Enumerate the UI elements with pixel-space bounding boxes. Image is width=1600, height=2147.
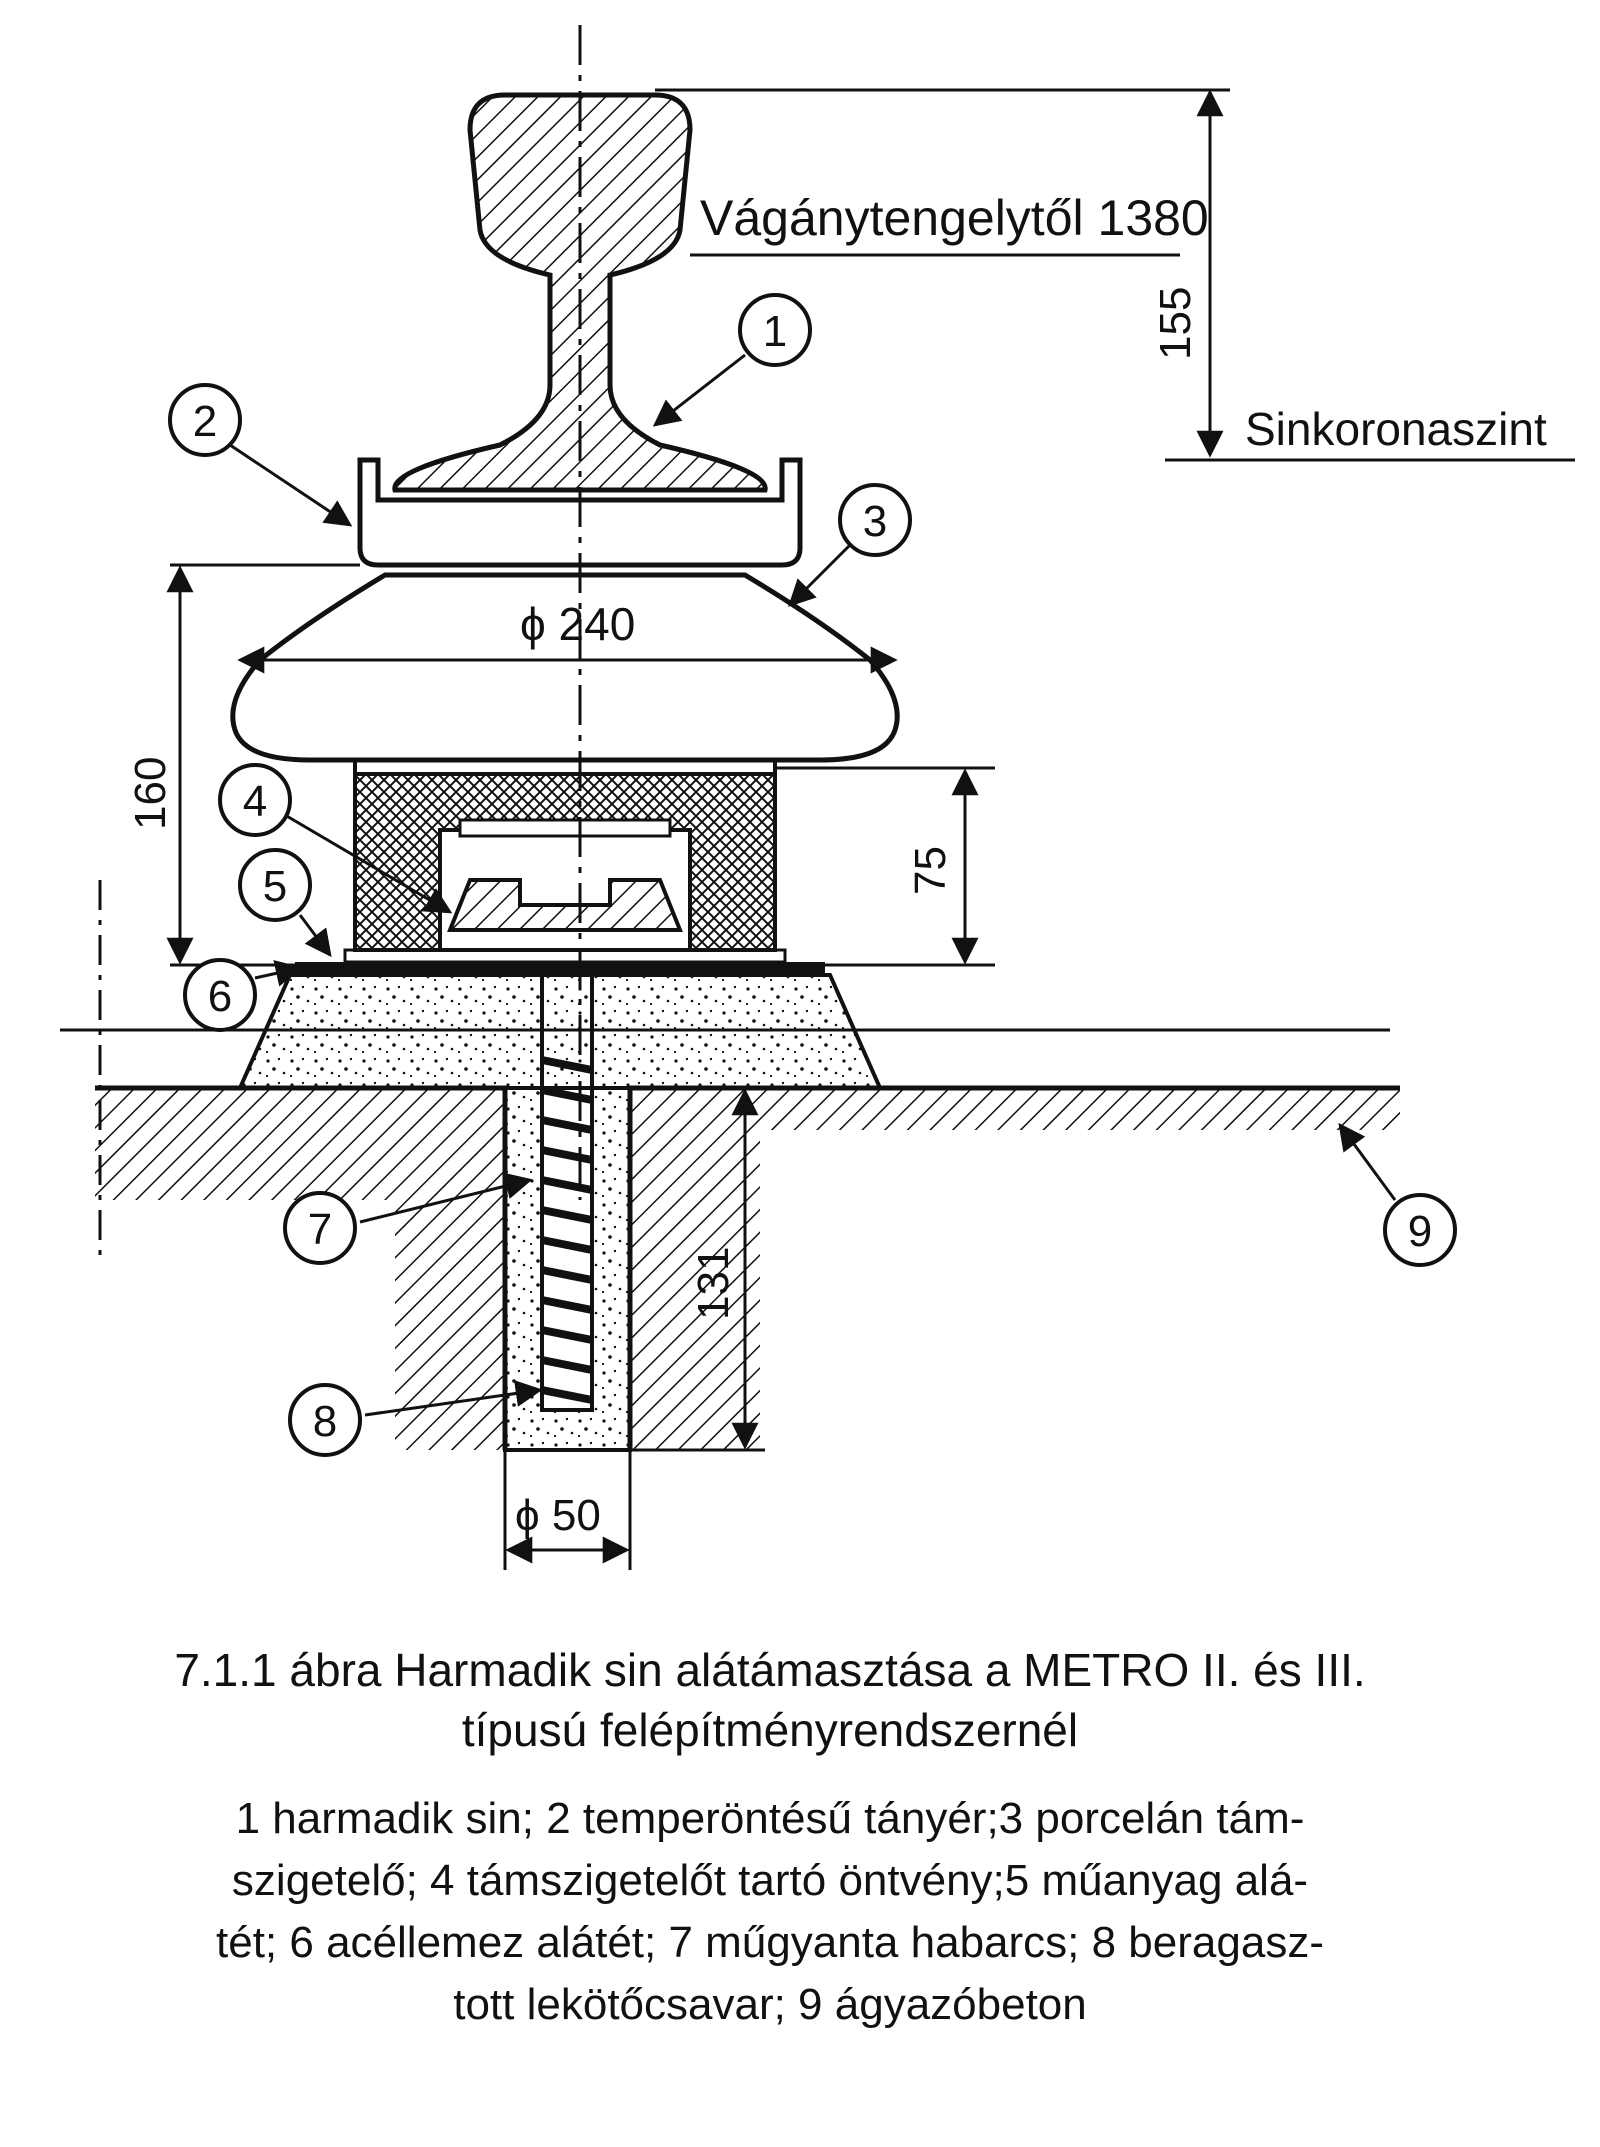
- caption-title-line-1: 7.1.1 ábra Harmadik sin alátámasztása a …: [174, 1644, 1366, 1696]
- dim-131-label: 131: [689, 1247, 738, 1320]
- callout-1: 1: [738, 293, 812, 367]
- embedding-concrete: [95, 1085, 1400, 1450]
- caption-legend-line-2: szigetelő; 4 támszigetelőt tartó öntvény…: [231, 1856, 1309, 1905]
- rail-level-label: Sinkoronaszint: [1245, 403, 1547, 455]
- svg-text:9: 9: [1408, 1207, 1432, 1256]
- callout-9: 9: [1383, 1193, 1457, 1267]
- svg-text:4: 4: [243, 777, 267, 826]
- dim-160-label: 160: [126, 757, 175, 830]
- rail-distance-label: Vágánytengelytől 1380: [700, 190, 1209, 246]
- concrete-base: [60, 973, 1390, 1090]
- caption-legend-line-1: 1 harmadik sin; 2 temperöntésű tányér;3 …: [235, 1794, 1305, 1843]
- callout-leaders: [229, 353, 1397, 1417]
- callout-4: 4: [218, 763, 292, 837]
- svg-text:7: 7: [308, 1205, 332, 1254]
- svg-text:5: 5: [263, 862, 287, 911]
- callout-6: 6: [183, 958, 257, 1032]
- callout-3: 3: [838, 483, 912, 557]
- svg-text:8: 8: [313, 1397, 337, 1446]
- callout-8: 8: [288, 1383, 362, 1457]
- caption-title-line-2: típusú felépítményrendszernél: [461, 1704, 1079, 1756]
- dim-phi240-label: ϕ 240: [520, 598, 635, 650]
- svg-text:3: 3: [863, 497, 887, 546]
- callout-7: 7: [283, 1191, 357, 1265]
- caption-legend-line-4: tott lekötőcsavar; 9 ágyazóbeton: [453, 1980, 1087, 2029]
- svg-text:1: 1: [763, 307, 787, 356]
- svg-text:2: 2: [193, 397, 217, 446]
- caption-legend-line-3: tét; 6 acéllemez alátét; 7 műgyanta haba…: [216, 1918, 1324, 1967]
- technical-drawing: Vágánytengelytől 1380 155 Sinkoronaszint…: [60, 25, 1575, 1570]
- dim-155-label: 155: [1151, 287, 1200, 360]
- dim-phi50-label: ϕ 50: [515, 1491, 601, 1540]
- svg-text:6: 6: [208, 972, 232, 1021]
- figure-caption-legend: 1 harmadik sin; 2 temperöntésű tányér;3 …: [40, 1788, 1500, 2036]
- figure-caption-title: 7.1.1 ábra Harmadik sin alátámasztása a …: [40, 1640, 1500, 1760]
- holder-casting: [353, 768, 777, 952]
- dim-75-label: 75: [906, 846, 955, 895]
- steel-plate: [295, 948, 825, 974]
- callout-2: 2: [168, 383, 242, 457]
- callout-5: 5: [238, 848, 312, 922]
